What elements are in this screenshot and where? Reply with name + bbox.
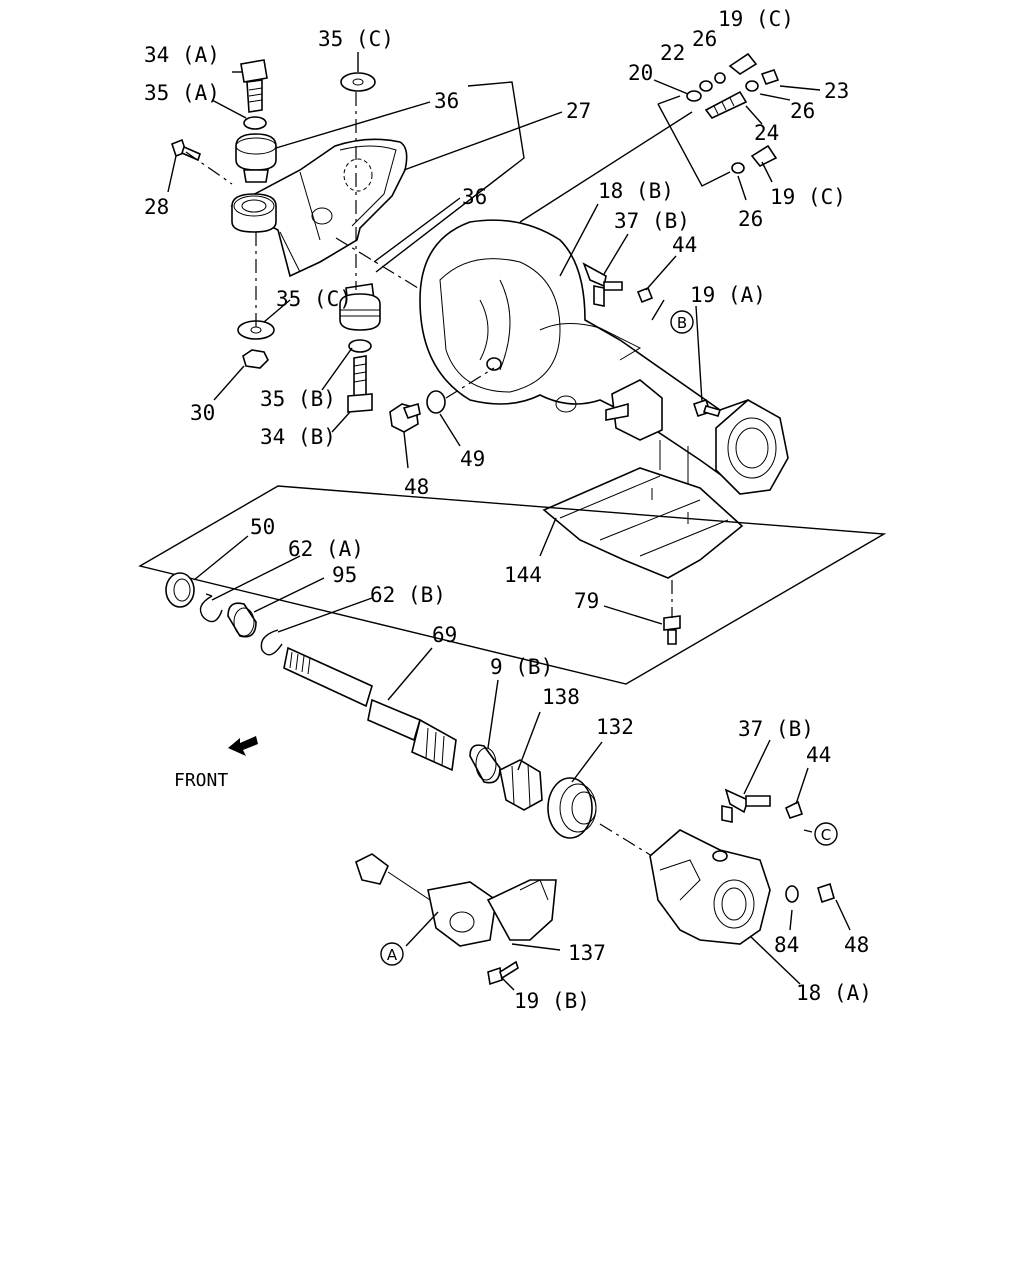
label-37b-bottom: 37 (B) xyxy=(738,717,814,741)
label-19b: 19 (B) xyxy=(514,989,590,1013)
label-62a: 62 (A) xyxy=(288,537,364,561)
bracket-27 xyxy=(230,138,408,278)
clip-44-bottom xyxy=(784,800,804,819)
ref-marker-b: B xyxy=(670,310,694,334)
ref-marker-a-text: A xyxy=(387,946,398,964)
bolt-34a xyxy=(240,59,268,113)
label-19c-mid: 19 (C) xyxy=(770,185,846,209)
sleeve-132 xyxy=(547,777,597,839)
hardware-top-right xyxy=(657,52,780,187)
shaft-69 xyxy=(283,646,457,772)
differential-carrier xyxy=(389,52,789,645)
gear-138 xyxy=(499,759,543,811)
washer-35b xyxy=(348,339,372,353)
axle-flange xyxy=(715,399,789,495)
label-26-b: 26 xyxy=(790,99,815,123)
label-44-top: 44 xyxy=(672,233,697,257)
ref-marker-c-text: C xyxy=(821,826,831,844)
label-35a: 35 (A) xyxy=(144,81,220,105)
plug-48-bottom xyxy=(817,882,835,904)
label-50: 50 xyxy=(250,515,275,539)
front-arrow-icon xyxy=(228,736,258,756)
lower-shaft-parts xyxy=(165,572,653,857)
washer-84 xyxy=(785,885,799,903)
bearing-9b xyxy=(469,744,501,784)
skid-plate-144 xyxy=(542,467,744,579)
label-front: FRONT xyxy=(174,770,228,791)
nut-30 xyxy=(242,349,269,369)
label-22: 22 xyxy=(660,41,685,65)
label-49: 49 xyxy=(460,447,485,471)
label-36-b: 36 xyxy=(462,185,487,209)
bolt-34b xyxy=(347,355,373,413)
label-27: 27 xyxy=(566,99,591,123)
snap-ring-62b xyxy=(260,629,283,656)
label-26-c: 26 xyxy=(738,207,763,231)
bolt-79 xyxy=(663,615,681,645)
label-18a: 18 (A) xyxy=(796,981,872,1005)
seal-50 xyxy=(165,572,195,608)
label-30: 30 xyxy=(190,401,215,425)
bushing-36-lower xyxy=(339,283,381,331)
snap-ring-62a xyxy=(199,593,223,623)
label-35c-mid: 35 (C) xyxy=(276,287,352,311)
housing-18a xyxy=(649,788,835,945)
label-24: 24 xyxy=(754,121,779,145)
label-26-a: 26 xyxy=(692,27,717,51)
bushing-ring xyxy=(231,193,277,233)
plug-48-top xyxy=(389,402,421,433)
clip-44-top xyxy=(636,286,654,304)
label-20: 20 xyxy=(628,61,653,85)
label-28: 28 xyxy=(144,195,169,219)
callout-labels: 34 (A) 35 (A) 35 (C) 36 27 28 36 35 (C) … xyxy=(144,7,872,1013)
label-44-bottom: 44 xyxy=(806,743,831,767)
washer-35a xyxy=(243,116,267,130)
ref-marker-c: C xyxy=(814,822,838,846)
label-9b: 9 (B) xyxy=(490,655,553,679)
label-48-top: 48 xyxy=(404,475,429,499)
sensor-37b-top xyxy=(582,262,623,307)
label-35b: 35 (B) xyxy=(260,387,336,411)
label-18b: 18 (B) xyxy=(598,179,674,203)
label-19a: 19 (A) xyxy=(690,283,766,307)
label-34b: 34 (B) xyxy=(260,425,336,449)
label-137: 137 xyxy=(568,941,606,965)
label-138: 138 xyxy=(542,685,580,709)
label-48-bottom: 48 xyxy=(844,933,869,957)
sensor-37b-bottom xyxy=(721,788,771,823)
label-62b: 62 (B) xyxy=(370,583,446,607)
label-23: 23 xyxy=(824,79,849,103)
actuator-137 xyxy=(355,853,557,986)
label-95: 95 xyxy=(332,563,357,587)
washer-49 xyxy=(426,390,446,414)
mount-assembly xyxy=(171,59,419,413)
label-69: 69 xyxy=(432,623,457,647)
label-19c-top: 19 (C) xyxy=(718,7,794,31)
label-144: 144 xyxy=(504,563,542,587)
group-frame xyxy=(138,485,887,685)
label-34a: 34 (A) xyxy=(144,43,220,67)
leader-lines xyxy=(167,52,851,991)
label-132: 132 xyxy=(596,715,634,739)
label-84: 84 xyxy=(774,933,799,957)
ref-marker-a: A xyxy=(380,942,404,966)
ref-marker-b-text: B xyxy=(677,314,687,332)
bushing-36-upper xyxy=(235,133,277,183)
label-36-a: 36 xyxy=(434,89,459,113)
bearing-95 xyxy=(227,602,257,638)
label-79: 79 xyxy=(574,589,599,613)
label-35c-top: 35 (C) xyxy=(318,27,394,51)
bolt-28 xyxy=(171,138,201,162)
washer-35c-top xyxy=(340,72,376,92)
label-37b-top: 37 (B) xyxy=(614,209,690,233)
